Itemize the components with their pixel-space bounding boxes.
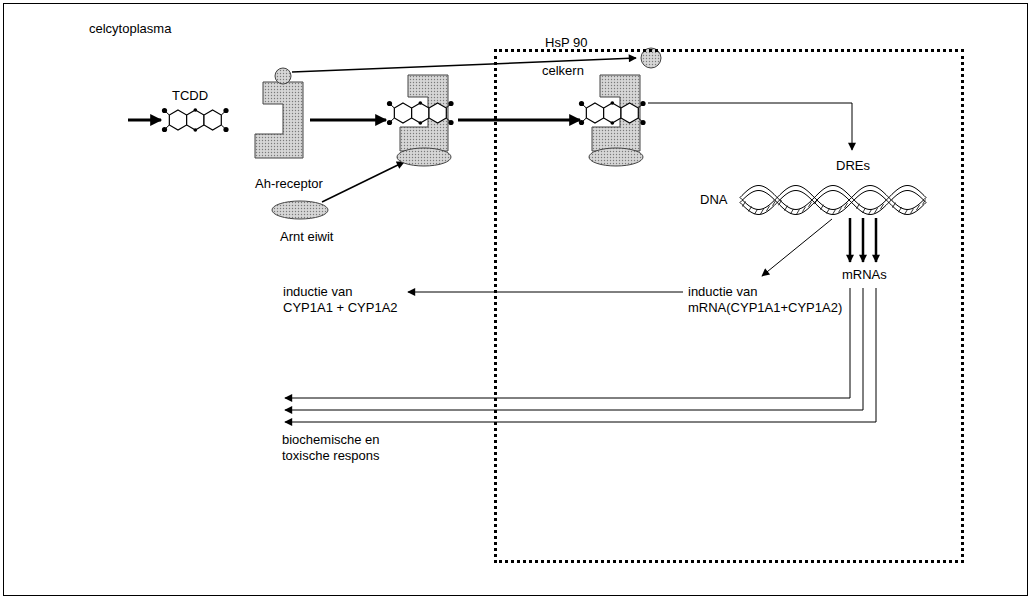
tcdd-molecule bbox=[579, 101, 646, 125]
response-note: biochemische en toxische respons bbox=[282, 432, 394, 464]
dna-hatch bbox=[839, 207, 842, 212]
molecule-label: TCDD bbox=[172, 88, 208, 104]
hsp90-bound bbox=[275, 68, 291, 84]
dna-strand bbox=[740, 186, 926, 210]
dna-hatch bbox=[857, 204, 860, 209]
dna-hatch bbox=[779, 200, 782, 205]
dna-hatch bbox=[749, 206, 752, 211]
arnt-protein bbox=[272, 201, 328, 219]
dna-hatch bbox=[809, 202, 812, 207]
induction-arrow bbox=[408, 292, 683, 293]
ah-receptor bbox=[255, 82, 303, 158]
induction-arrow bbox=[762, 219, 832, 276]
dna-hatch bbox=[791, 209, 794, 214]
dna-element-label: DREs bbox=[836, 158, 870, 174]
dna-hatch bbox=[821, 205, 824, 210]
dna-hatch bbox=[785, 206, 788, 211]
flow-arrow bbox=[128, 119, 161, 122]
receptor-label: Ah-receptor bbox=[255, 176, 323, 192]
dna-strand bbox=[740, 186, 926, 210]
dna-hatch bbox=[755, 209, 758, 214]
dna-hatch bbox=[833, 209, 836, 214]
transcription-arrow bbox=[862, 218, 865, 262]
region-label: celkern bbox=[542, 63, 584, 79]
dna-hatch bbox=[743, 201, 746, 206]
binding-arrow bbox=[322, 162, 404, 202]
dna-hatch bbox=[845, 203, 848, 208]
dna-hatch bbox=[881, 204, 884, 209]
protein-label: HsP 90 bbox=[545, 35, 587, 51]
induction-note: inductie van mRNA(CYP1A1+CYP1A2) bbox=[688, 284, 838, 316]
dna-label: DNA bbox=[700, 192, 727, 208]
dna-strand bbox=[740, 191, 926, 215]
flow-arrow bbox=[458, 119, 580, 122]
dna-hatch bbox=[869, 209, 872, 214]
arnt-protein bbox=[397, 148, 451, 166]
binding-arrow bbox=[648, 103, 852, 150]
dna-hatch bbox=[911, 209, 914, 214]
dna-hatch bbox=[773, 201, 776, 206]
mrna-label: mRNAs bbox=[842, 267, 887, 283]
dna-hatch bbox=[797, 209, 800, 214]
arnt-protein bbox=[589, 148, 643, 166]
dna-hatch bbox=[803, 207, 806, 212]
dna-hatch bbox=[767, 206, 770, 211]
tcdd-molecule bbox=[387, 101, 454, 125]
dna-hatch bbox=[863, 208, 866, 213]
region-label: celcytoplasma bbox=[89, 21, 171, 37]
flow-arrow bbox=[310, 119, 386, 122]
dna-hatch bbox=[899, 207, 902, 212]
dna-helix bbox=[740, 186, 926, 215]
induction-note: inductie van CYP1A1 + CYP1A2 bbox=[283, 284, 403, 316]
transcription-arrow bbox=[875, 218, 878, 262]
release-arrow bbox=[292, 58, 636, 72]
dna-hatch bbox=[905, 209, 908, 214]
dna-strand bbox=[740, 191, 926, 215]
cytoplasm-frame: celcytoplasma celkern bbox=[3, 3, 1028, 596]
transcription-arrow bbox=[849, 218, 852, 262]
protein-label: Arnt eiwit bbox=[280, 229, 333, 245]
dna-hatch bbox=[827, 208, 830, 213]
tcdd-molecule bbox=[162, 108, 229, 132]
dna-hatch bbox=[875, 208, 878, 213]
dna-hatch bbox=[893, 203, 896, 208]
dna-hatch bbox=[761, 209, 764, 214]
dna-hatch bbox=[917, 205, 920, 210]
